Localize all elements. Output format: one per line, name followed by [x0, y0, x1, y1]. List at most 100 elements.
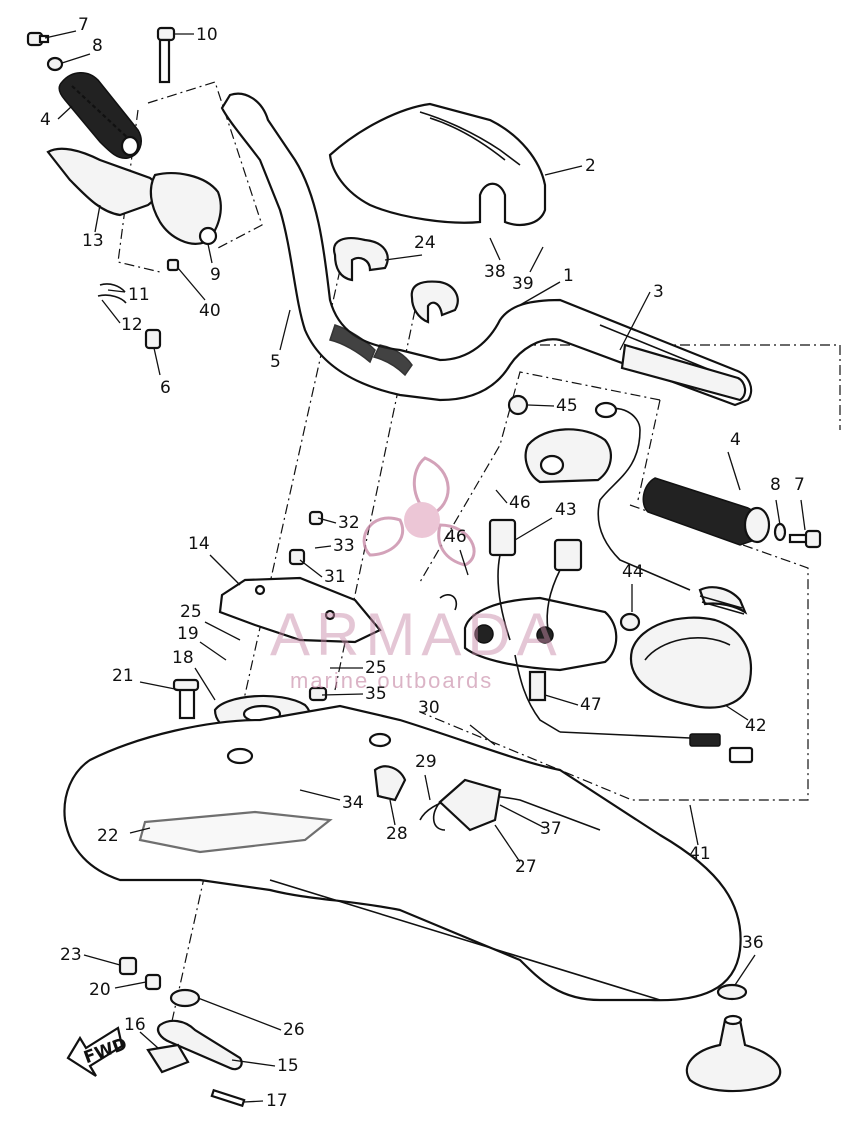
leader-line-19 — [199, 641, 227, 661]
callout-21: 21 — [112, 666, 134, 686]
nut-6 — [144, 328, 162, 350]
callout-37: 37 — [540, 819, 562, 839]
leader-line-15 — [231, 1059, 276, 1067]
callout-10: 10 — [196, 25, 218, 45]
leader-line-23 — [83, 954, 121, 966]
callout-11: 11 — [128, 285, 150, 305]
callout-25: 25 — [180, 602, 202, 622]
handlebar-cover — [328, 102, 547, 226]
callout-47: 47 — [580, 695, 602, 715]
leader-line-6 — [153, 347, 161, 376]
callout-18: 18 — [172, 648, 194, 668]
callout-34: 34 — [342, 793, 364, 813]
right-grip — [642, 477, 771, 546]
leader-line-14 — [209, 554, 241, 586]
callout-12: 12 — [121, 315, 143, 335]
washer-8-left — [46, 56, 64, 72]
leader-line-34 — [299, 789, 341, 801]
right-grip-sleeve — [620, 343, 747, 402]
lanyard-switch — [629, 586, 753, 709]
washer-8-right — [773, 522, 787, 542]
rubber-boot — [685, 983, 782, 1093]
callout-3: 3 — [653, 282, 664, 302]
callout-16: 16 — [124, 1015, 146, 1035]
screw-7-left — [26, 31, 50, 47]
callout-38: 38 — [484, 262, 506, 282]
leader-line-3 — [619, 291, 651, 351]
callout-44: 44 — [622, 562, 644, 582]
cable-bracket — [373, 765, 502, 832]
callout-39: 39 — [512, 274, 534, 294]
forward-arrow: FWD — [66, 1026, 130, 1077]
leader-line-9 — [207, 243, 213, 264]
watermark-brand: ARMADA — [270, 601, 563, 668]
leader-line-25 — [204, 621, 241, 641]
callout-9: 9 — [210, 265, 221, 285]
leader-line-46 — [495, 489, 508, 504]
callout-4: 4 — [730, 430, 741, 450]
leader-lines — [44, 30, 806, 1103]
leader-line-4 — [727, 451, 741, 491]
callout-4: 4 — [40, 110, 51, 130]
callout-19: 19 — [177, 624, 199, 644]
callout-24: 24 — [414, 233, 436, 253]
callout-33: 33 — [333, 536, 355, 556]
leader-line-11 — [107, 289, 126, 293]
callout-42: 42 — [745, 716, 767, 736]
callout-23: 23 — [60, 945, 82, 965]
leader-line-1 — [519, 281, 561, 306]
leader-line-46 — [459, 549, 469, 576]
handlebar — [220, 92, 753, 407]
leader-line-39 — [529, 246, 544, 273]
leader-line-47 — [544, 694, 579, 706]
leader-line-32 — [317, 517, 337, 524]
callout-8: 8 — [770, 475, 781, 495]
leader-line-21 — [139, 681, 181, 691]
callout-17: 17 — [266, 1091, 288, 1111]
hull-body — [63, 704, 742, 1002]
callout-25: 25 — [365, 658, 387, 678]
leader-line-12 — [101, 299, 121, 324]
leader-line-18 — [194, 667, 216, 701]
callout-28: 28 — [386, 824, 408, 844]
screw-7-right — [788, 529, 822, 549]
leader-line-35 — [321, 693, 364, 696]
callout-40: 40 — [199, 301, 221, 321]
callout-45: 45 — [556, 396, 578, 416]
callout-46: 46 — [445, 527, 467, 547]
leader-line-7 — [44, 30, 77, 39]
leader-line-7 — [800, 499, 806, 531]
callout-7: 7 — [794, 475, 805, 495]
callout-6: 6 — [160, 378, 171, 398]
leader-line-22 — [129, 827, 151, 834]
callout-labels: 1234456778891011121314151617181920212223… — [40, 15, 805, 1111]
leader-line-17 — [243, 1100, 264, 1103]
callout-22: 22 — [97, 826, 119, 846]
leader-line-8 — [775, 499, 781, 526]
leader-line-42 — [724, 704, 749, 721]
leader-line-45 — [527, 404, 555, 407]
callout-46: 46 — [509, 493, 531, 513]
switch-housing — [507, 394, 691, 591]
watermark-tagline: marine outboards — [290, 668, 493, 693]
callout-26: 26 — [283, 1020, 305, 1040]
leader-line-30 — [469, 724, 496, 746]
callout-13: 13 — [82, 231, 104, 251]
callout-8: 8 — [92, 36, 103, 56]
leader-line-24 — [384, 254, 423, 261]
callout-15: 15 — [277, 1056, 299, 1076]
leader-line-28 — [389, 799, 396, 826]
solenoid-relays — [488, 518, 583, 641]
leader-line-26 — [197, 997, 282, 1031]
leader-line-37 — [499, 804, 546, 829]
callout-32: 32 — [338, 513, 360, 533]
callout-30: 30 — [418, 698, 440, 718]
callout-36: 36 — [742, 933, 764, 953]
callout-35: 35 — [365, 684, 387, 704]
leader-line-4 — [57, 105, 73, 120]
callout-43: 43 — [555, 500, 577, 520]
leader-line-27 — [494, 824, 521, 863]
callout-5: 5 — [270, 352, 281, 372]
leader-line-8 — [61, 53, 91, 64]
